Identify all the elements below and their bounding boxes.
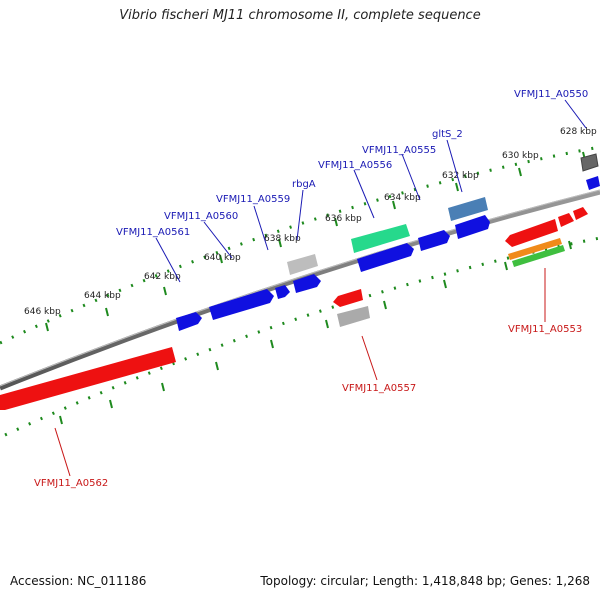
tick-labels: 628 kbp 630 kbp 632 kbp 634 kbp 636 kbp … <box>24 127 597 317</box>
inner-major-ticks <box>59 240 572 425</box>
gene-feature[interactable] <box>333 289 363 307</box>
gene-feature[interactable] <box>0 347 176 410</box>
tick-label: 636 kbp <box>325 214 362 224</box>
chromosome-backbone-highlight <box>0 189 600 387</box>
gene-feature[interactable] <box>351 224 410 253</box>
gene-label[interactable]: gltS_2 <box>432 129 463 140</box>
tick-label: 632 kbp <box>442 171 479 181</box>
gene-feature[interactable] <box>512 245 565 267</box>
gene-label[interactable]: VFMJ11_A0550 <box>514 89 588 100</box>
gene-label[interactable]: VFMJ11_A0555 <box>362 145 436 156</box>
gene-feature[interactable] <box>455 215 490 239</box>
gene-labels-bottom: VFMJ11_A0553 VFMJ11_A0557 VFMJ11_A0562 <box>34 324 582 489</box>
outer-tick-track <box>0 145 600 345</box>
gene-feature[interactable] <box>558 213 574 227</box>
gene-feature[interactable] <box>573 207 588 220</box>
tick-label: 642 kbp <box>144 272 181 282</box>
tick-label: 638 kbp <box>264 234 301 244</box>
gene-feature[interactable] <box>176 312 202 331</box>
tick-label: 644 kbp <box>84 291 121 301</box>
gene-callout-lines <box>54 99 587 477</box>
tick-label: 640 kbp <box>204 253 241 263</box>
gene-label[interactable]: VFMJ11_A0560 <box>164 211 238 222</box>
gene-feature[interactable] <box>505 219 558 247</box>
reverse-genes <box>0 207 588 410</box>
gene-feature[interactable] <box>287 254 318 275</box>
accession-text: Accession: NC_011186 <box>10 574 147 588</box>
tick-label: 628 kbp <box>560 127 597 137</box>
gene-feature[interactable] <box>448 197 488 221</box>
gene-label[interactable]: VFMJ11_A0559 <box>216 194 290 205</box>
gene-label[interactable]: VFMJ11_A0553 <box>508 324 582 335</box>
gene-feature[interactable] <box>209 289 274 320</box>
gene-feature[interactable] <box>293 274 321 293</box>
topology-summary: Topology: circular; Length: 1,418,848 bp… <box>260 574 590 588</box>
gene-feature[interactable] <box>418 230 450 251</box>
gene-feature[interactable] <box>508 238 562 260</box>
gene-feature[interactable] <box>580 153 599 172</box>
gene-label[interactable]: VFMJ11_A0561 <box>116 227 190 238</box>
forward-genes <box>176 153 600 331</box>
map-title: Vibrio fischeri MJ11 chromosome II, comp… <box>119 8 481 23</box>
gene-feature[interactable] <box>275 285 290 299</box>
gene-feature[interactable] <box>337 306 370 327</box>
gene-feature[interactable] <box>357 243 414 272</box>
gene-label[interactable]: rbgA <box>292 179 316 190</box>
gene-label[interactable]: VFMJ11_A0556 <box>318 160 392 171</box>
tick-label: 646 kbp <box>24 307 61 317</box>
gene-labels-top: VFMJ11_A0550 gltS_2 VFMJ11_A0555 VFMJ11_… <box>116 89 588 238</box>
tick-label: 630 kbp <box>502 151 539 161</box>
tick-label: 634 kbp <box>384 193 421 203</box>
gene-label[interactable]: VFMJ11_A0562 <box>34 478 108 489</box>
gene-feature[interactable] <box>586 176 600 190</box>
gene-label[interactable]: VFMJ11_A0557 <box>342 383 416 394</box>
